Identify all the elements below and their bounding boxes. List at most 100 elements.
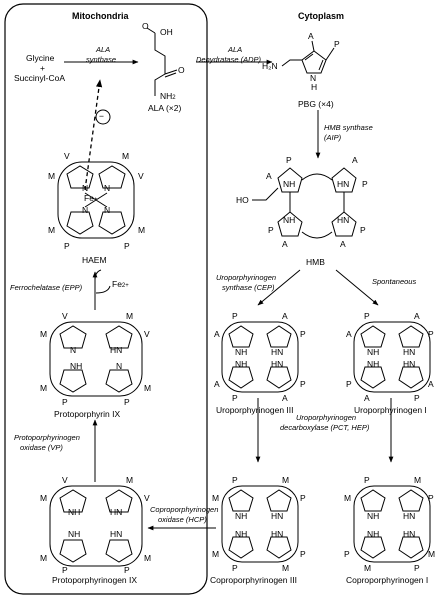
uro-decarboxylase-line2: decarboxylase (PCT, HEP) (280, 423, 370, 432)
uro3-a-2: A (214, 329, 220, 339)
uro1-macrocycle (353, 321, 431, 393)
copro1-hn-2: HN (403, 529, 416, 539)
hmb-a-3: A (282, 239, 288, 249)
haem-m-3: M (48, 225, 56, 235)
uro-decarboxylase-line1: Uroporphyrinogen (296, 413, 357, 422)
ala-keto-o: O (178, 65, 185, 75)
protoporphyrin-label: Protoporphyrin IX (54, 409, 121, 419)
copro1-m-4: M (364, 563, 372, 573)
iron-ion: Fe2+ (112, 279, 129, 289)
uro1-a-4: A (364, 393, 370, 403)
hmb-hn-2: HN (337, 179, 350, 189)
uro1-p-1: P (364, 311, 370, 321)
protogen-macrocycle (49, 485, 143, 567)
uro1-p-4: P (414, 393, 420, 403)
copro3-m-4: M (282, 563, 290, 573)
uro3-p-2: P (300, 329, 306, 339)
copro3-hn-1: HN (271, 511, 284, 521)
haem-m-1: M (122, 151, 130, 161)
hmb-a-1: A (266, 171, 272, 181)
copro1-nh-1: NH (367, 511, 380, 521)
protoporphyrin-macrocycle (49, 321, 143, 397)
plus-sign: + (40, 63, 45, 73)
copro1-p-2: P (428, 493, 434, 503)
uro3-a-4: A (282, 393, 288, 403)
proto-m-3: M (40, 383, 48, 393)
copro3-m-1: M (282, 475, 290, 485)
copro3-hn-2: HN (271, 529, 284, 539)
uro1-p-2: P (428, 329, 434, 339)
copro1-hn-1: HN (403, 511, 416, 521)
copro1-p-1: P (364, 475, 370, 485)
proto-oxidase-line1: Protoporphyrinogen (14, 433, 80, 442)
mitochondria-boundary (4, 3, 208, 595)
copro-oxidase-line2: oxidase (HCP) (158, 515, 207, 524)
copro3-label: Coproporphyrinogen III (210, 575, 297, 585)
copro1-m-3: M (428, 549, 436, 559)
feedback-inhibition-arrow (84, 79, 103, 191)
uro1-a-2: A (346, 329, 352, 339)
ala-label: ALA (×2) (148, 103, 182, 113)
copro3-nh-2: NH (235, 529, 248, 539)
protogen-label: Protoporphyrinogen IX (52, 575, 138, 585)
succinyl-coa-label: Succinyl-CoA (14, 73, 66, 83)
arrow-uro-synthase (257, 269, 301, 306)
hmb-a-2: A (352, 155, 358, 165)
haem-n1: N (82, 183, 89, 193)
ala-nh2: NH2 (160, 91, 176, 101)
pbg-h: H (311, 82, 318, 92)
hmb-hn-4: HN (337, 215, 350, 225)
haem-v-1: V (64, 151, 70, 161)
protogen-hn-1: HN (110, 507, 123, 517)
uro3-p-4: P (232, 393, 238, 403)
uro1-a-1: A (414, 311, 420, 321)
haem-p-2: P (124, 241, 130, 251)
protogen-nh-1: NH (68, 507, 81, 517)
proto-v-1: V (62, 311, 68, 321)
copro3-macrocycle (221, 485, 299, 563)
uro1-label: Uroporphyrinogen I (354, 405, 427, 415)
uro3-a-3: A (214, 379, 220, 389)
proto-m-1: M (126, 311, 134, 321)
pbg-a: A (308, 31, 314, 41)
copro1-macrocycle (353, 485, 431, 563)
uro1-a-3: A (428, 379, 434, 389)
pbg-n: N (310, 73, 317, 83)
copro1-m-1: M (414, 475, 422, 485)
proto-n-2: N (116, 361, 123, 371)
uro1-hn-1: HN (403, 347, 416, 357)
ala-dehydratase-line2: Dehydratase (ADP) (196, 55, 262, 64)
protogen-v-2: V (144, 493, 150, 503)
copro3-m-3: M (212, 549, 220, 559)
cytoplasm-title: Cytoplasm (298, 11, 345, 21)
protogen-m-1: M (126, 475, 134, 485)
haem-m-4: M (138, 225, 146, 235)
protogen-m-2: M (40, 493, 48, 503)
haem-macrocycle (57, 161, 135, 239)
proto-m-2: M (40, 329, 48, 339)
ferrochelatase-label: Ferrochelatase (EPP) (10, 283, 83, 292)
proto-nh: NH (70, 361, 83, 371)
uro3-nh-2: NH (235, 359, 248, 369)
hmb-p-3: P (268, 225, 274, 235)
uro-synthase-line1: Uroporphyrinogen (216, 273, 277, 282)
hmb-a-4: A (340, 239, 346, 249)
proto-hn: HN (110, 345, 123, 355)
protogen-nh-2: NH (68, 529, 81, 539)
hmb-p-1: P (286, 155, 292, 165)
arrow-ferrochelatase-stem (94, 269, 102, 310)
protogen-v-1: V (62, 475, 68, 485)
copro1-m-2: M (344, 493, 352, 503)
hmb-label: HMB (306, 257, 325, 267)
uro3-hn-1: HN (271, 347, 284, 357)
haem-n3: N (82, 205, 89, 215)
pbg-structure (281, 40, 335, 74)
protogen-p-2: P (124, 565, 130, 575)
pbg-p: P (334, 39, 340, 49)
uro3-nh-1: NH (235, 347, 248, 357)
uro3-hn-2: HN (271, 359, 284, 369)
ala-synthase-line2: synthase (86, 55, 117, 64)
copro3-p-1: P (232, 475, 238, 485)
proto-p-2: P (124, 397, 130, 407)
